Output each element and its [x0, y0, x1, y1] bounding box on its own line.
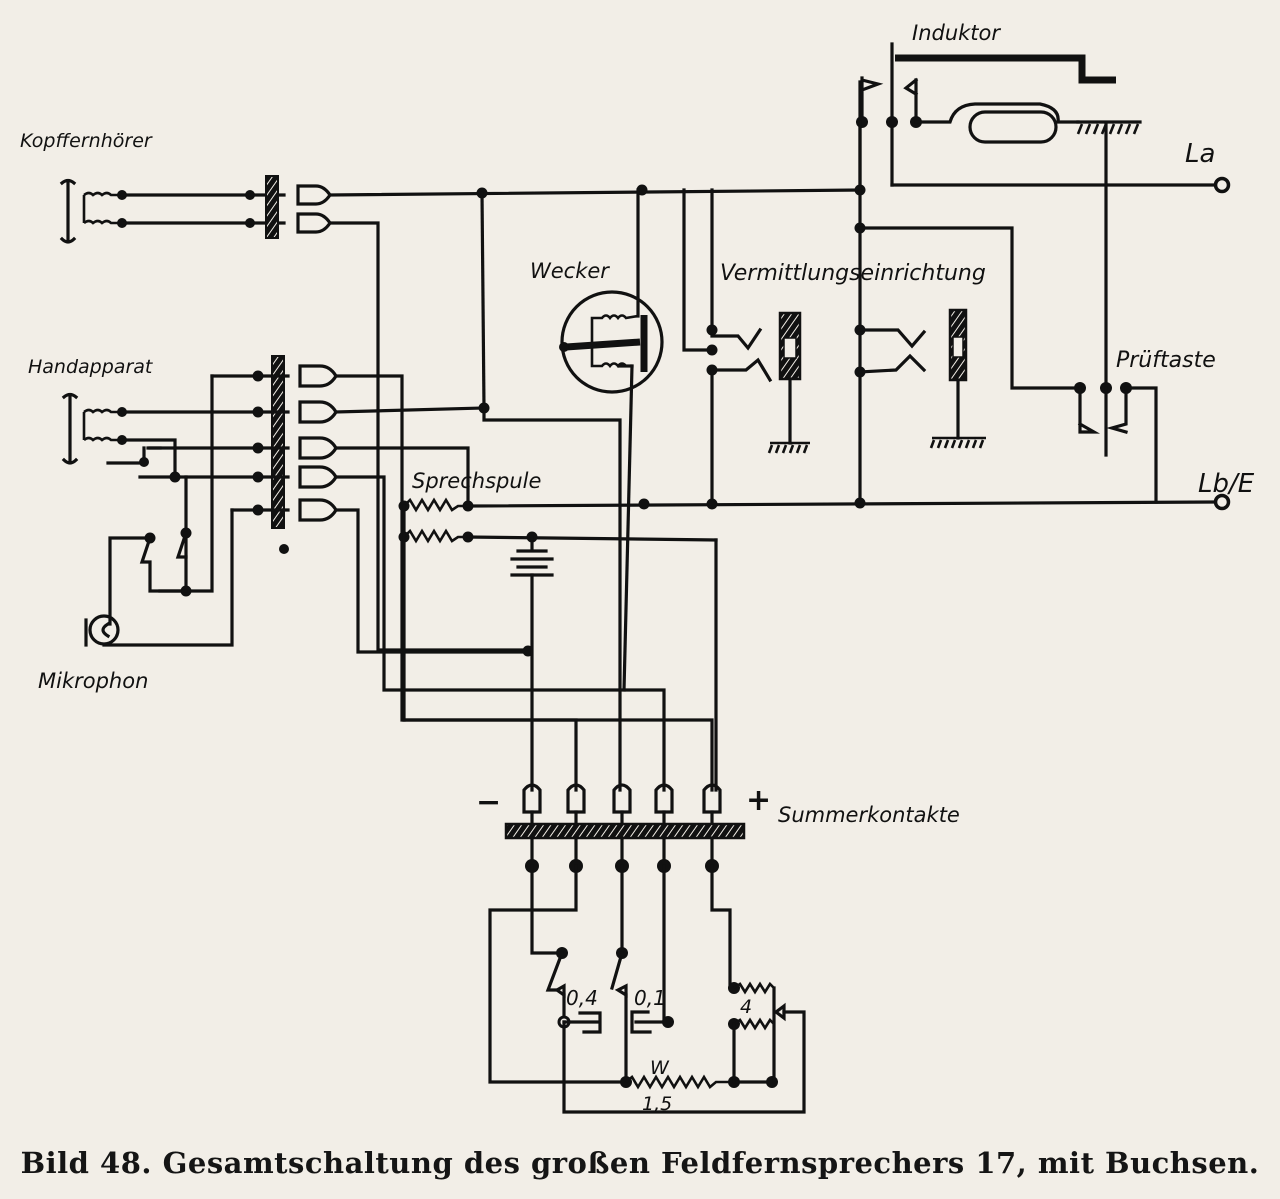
contact-plug-icon	[654, 783, 674, 814]
headphone-bracket-icon	[59, 178, 77, 244]
contact-plug-icon	[702, 783, 722, 814]
inductor	[856, 42, 1217, 387]
inductor-crank-icon	[895, 54, 1116, 84]
buzzer-contacts	[504, 783, 746, 873]
contact-strip	[504, 822, 746, 840]
socket-icon	[298, 436, 338, 460]
coil-icon	[733, 1017, 775, 1031]
handset-bracket-icon	[61, 392, 79, 465]
ground-icon	[767, 441, 810, 454]
label-summerkontakte: Summerkontakte	[778, 803, 960, 827]
bell-coil-icon	[590, 314, 639, 369]
coil-icon	[403, 497, 468, 513]
plus-sign: +	[746, 783, 771, 818]
speech-coil	[398, 497, 718, 792]
headphones	[59, 175, 332, 244]
bell-circle-icon	[560, 290, 664, 394]
microphone	[84, 614, 120, 647]
socket-icon	[296, 212, 332, 234]
inductor-winding-icon	[968, 110, 1058, 144]
label-induktor: Induktor	[912, 21, 1001, 45]
coil-icon	[403, 528, 468, 544]
label-wecker: Wecker	[530, 259, 610, 283]
label-resistor-w: W	[650, 1057, 670, 1079]
socket-icon	[298, 465, 338, 489]
label-handapparat: Handapparat	[28, 356, 154, 378]
label-vermittlungseinrichtung: Vermittlungseinrichtung	[720, 261, 986, 286]
ground-hatch-icon	[1076, 123, 1140, 135]
label-mikrophon: Mikrophon	[38, 669, 148, 693]
label-resistor-value: 1,5	[642, 1093, 672, 1115]
label-lb-e: Lb/E	[1198, 469, 1255, 499]
handset-sockets	[298, 364, 338, 522]
label-coil-value: 4	[740, 996, 752, 1018]
label-value-0-4: 0,4	[566, 986, 598, 1010]
socket-icon	[298, 364, 338, 388]
figure-caption: Bild 48. Gesamtschaltung des großen Feld…	[20, 1146, 1260, 1180]
buzzer-circuit	[488, 864, 806, 1114]
microphone-icon	[88, 614, 120, 646]
handset-coil-icon	[82, 408, 122, 442]
coil-icon	[733, 981, 775, 995]
label-la: La	[1185, 139, 1215, 169]
switching-device	[682, 188, 986, 502]
terminal-la-icon	[1213, 176, 1231, 194]
socket-icon	[298, 498, 338, 522]
label-value-0-1: 0,1	[634, 986, 666, 1010]
socket-icon	[298, 400, 338, 424]
headphone-coil-icon	[82, 191, 122, 225]
bell	[559, 188, 664, 692]
handset	[61, 355, 290, 647]
contact-plug-icon	[566, 783, 586, 814]
test-key	[1074, 382, 1158, 504]
contact-plug-icon	[522, 783, 542, 814]
socket-icon	[296, 184, 332, 206]
minus-sign: −	[476, 785, 501, 820]
handset-plug-strip	[271, 355, 285, 529]
ground-icon	[929, 436, 986, 449]
contact-plug-icon	[612, 783, 632, 814]
label-kopffernhoerer: Kopffernhörer	[20, 130, 153, 152]
label-sprechspule: Sprechspule	[412, 469, 541, 493]
resistor-icon	[625, 1074, 734, 1090]
terminal-lb-e-icon	[1213, 493, 1231, 511]
battery	[510, 531, 554, 792]
headphone-plug-strip	[265, 175, 279, 239]
label-prueftaste: Prüftaste	[1116, 348, 1216, 373]
